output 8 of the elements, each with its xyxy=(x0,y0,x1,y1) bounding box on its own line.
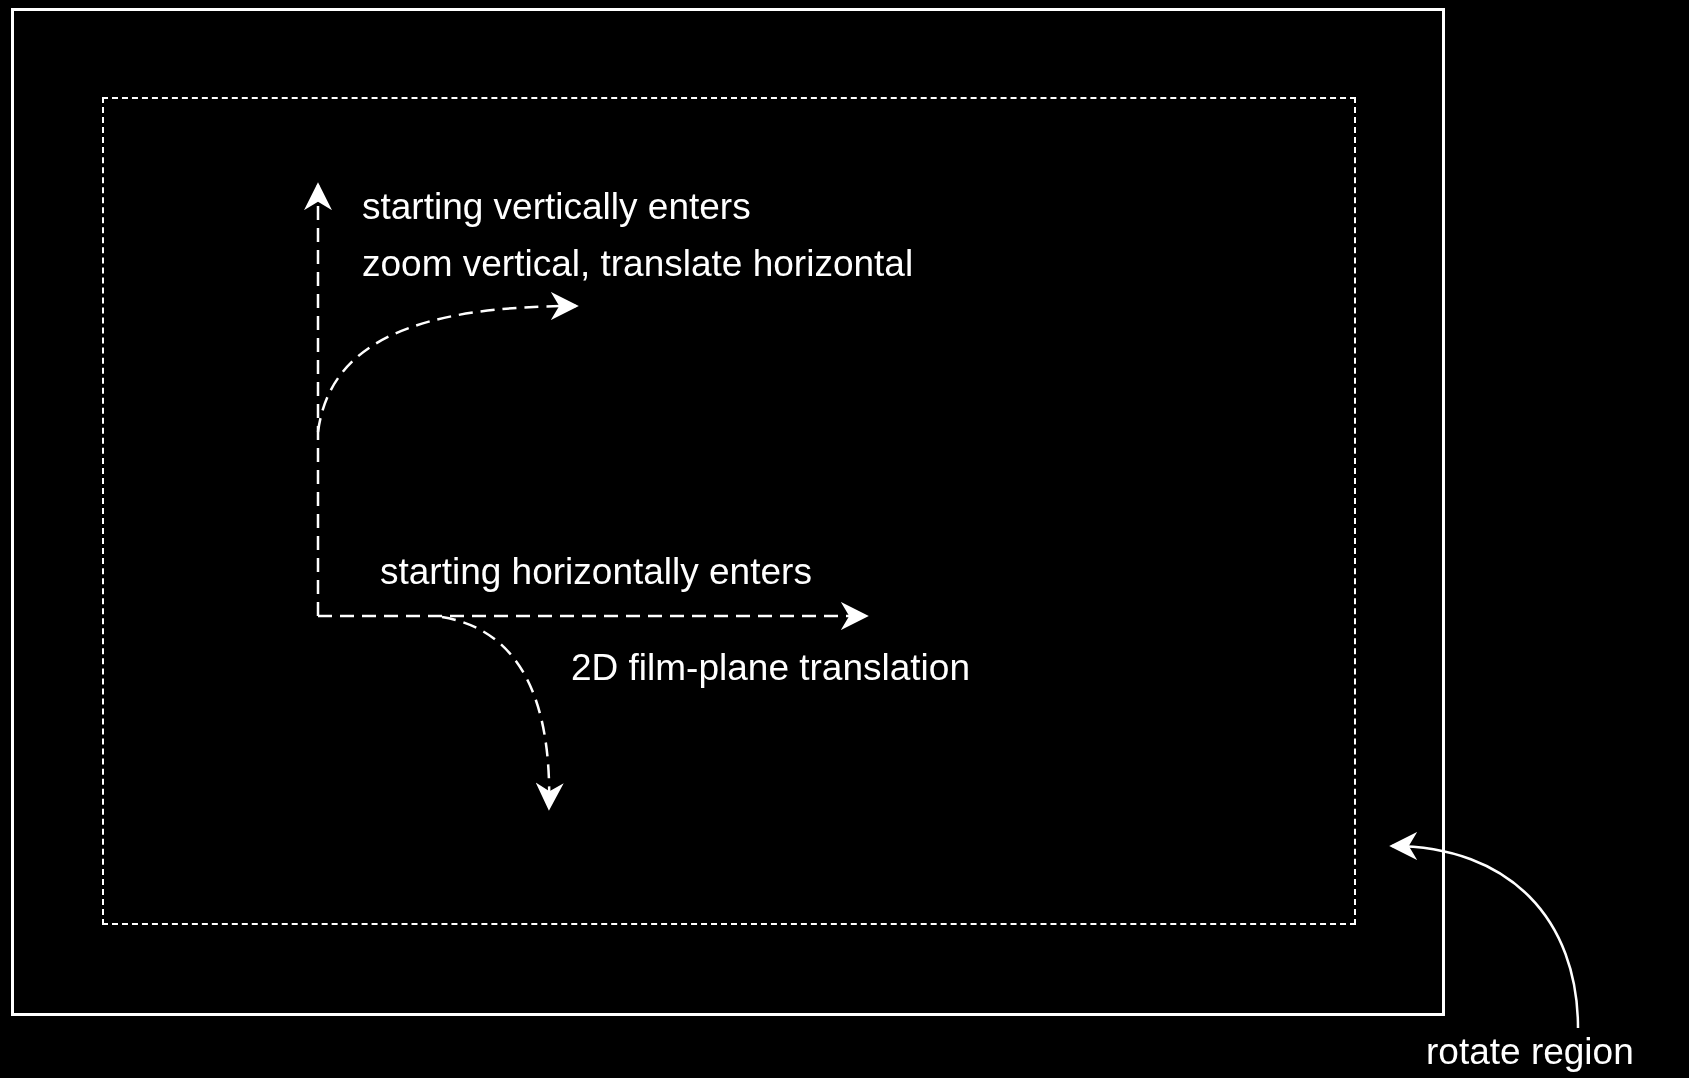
leader-line xyxy=(1389,833,1580,1029)
inner-region xyxy=(102,97,1356,925)
screen-frame xyxy=(11,8,1445,1016)
gesture-label: starting horizontally enters xyxy=(380,551,812,593)
gesture-label: zoom vertical, translate horizontal xyxy=(362,243,914,285)
gesture-label: starting vertically enters xyxy=(362,186,751,228)
gesture-label: 2D film-plane translation xyxy=(571,647,970,689)
region-label: rotate region xyxy=(1426,1030,1634,1074)
